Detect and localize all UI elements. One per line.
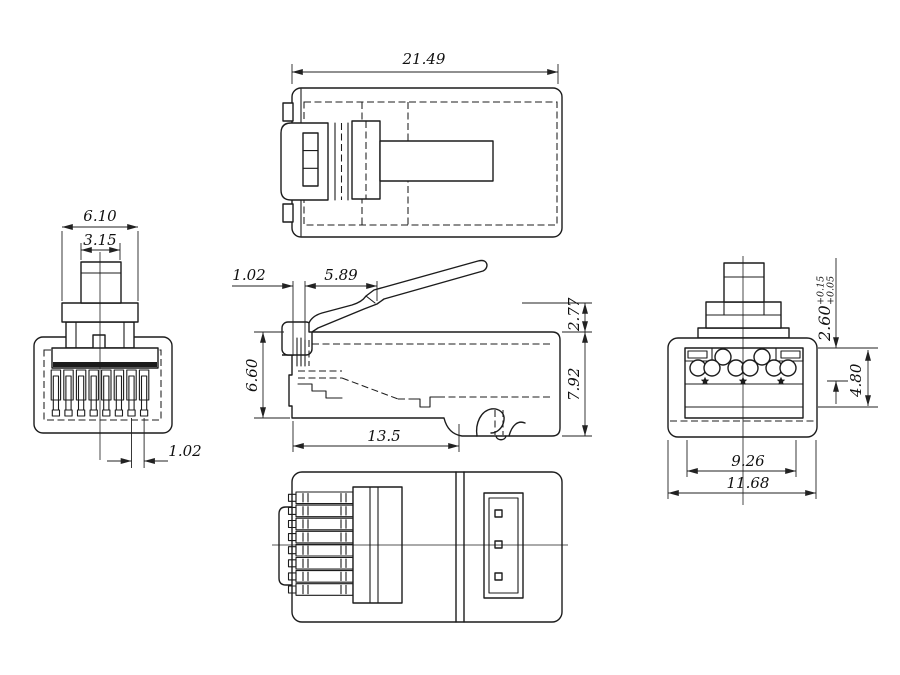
front-latch-stem (80, 261, 122, 304)
top-hidden-cavity (303, 101, 558, 226)
dim-top-overall-length: 21.49 (402, 50, 446, 68)
top-left-notch (282, 102, 294, 122)
dim-rear-step-height-group: 2.60 +0.15 +0.05 (815, 276, 837, 342)
bottom-side-tab (278, 506, 293, 586)
dim-side-face-offset: 1.02 (232, 266, 265, 284)
top-cable-bar (379, 140, 494, 182)
bottom-cable-window (483, 492, 524, 599)
dim-side-lever-tip-height: 2.77 (565, 297, 583, 332)
dim-side-front-height: 6.60 (243, 358, 261, 392)
top-view: 21.49 (280, 50, 563, 238)
side-view: 1.02 5.89 2.77 7.92 6.60 13.5 (232, 259, 592, 452)
dim-rear-cavity-height: 4.80 (847, 363, 865, 398)
dim-rear-step-tol-lower: +0.05 (826, 276, 837, 305)
dim-front-contact-pitch: 1.02 (168, 442, 201, 460)
rear-view: 2.60 +0.15 +0.05 4.80 9.26 11.68 (667, 256, 878, 505)
dim-front-flange-width: 6.10 (83, 207, 117, 225)
top-left-notch (282, 203, 294, 223)
dim-rear-step-height: 2.60 (815, 305, 834, 342)
dim-rear-overall-width: 11.68 (727, 474, 770, 492)
bottom-view (272, 471, 568, 623)
dim-side-overall-height: 7.92 (565, 368, 583, 401)
dim-side-lever-reach: 5.89 (324, 266, 358, 284)
dim-side-insert-length: 13.5 (367, 427, 400, 445)
rear-latch-stem (723, 262, 765, 303)
side-latch-lever (308, 259, 488, 333)
dim-rear-cavity-width: 9.26 (731, 452, 765, 470)
dim-front-stem-width: 3.15 (83, 231, 116, 249)
dim-rear-step-tol-upper: +0.15 (816, 276, 827, 305)
front-view: 6.10 3.15 1.02 (33, 207, 202, 468)
side-body-outline (282, 331, 561, 437)
